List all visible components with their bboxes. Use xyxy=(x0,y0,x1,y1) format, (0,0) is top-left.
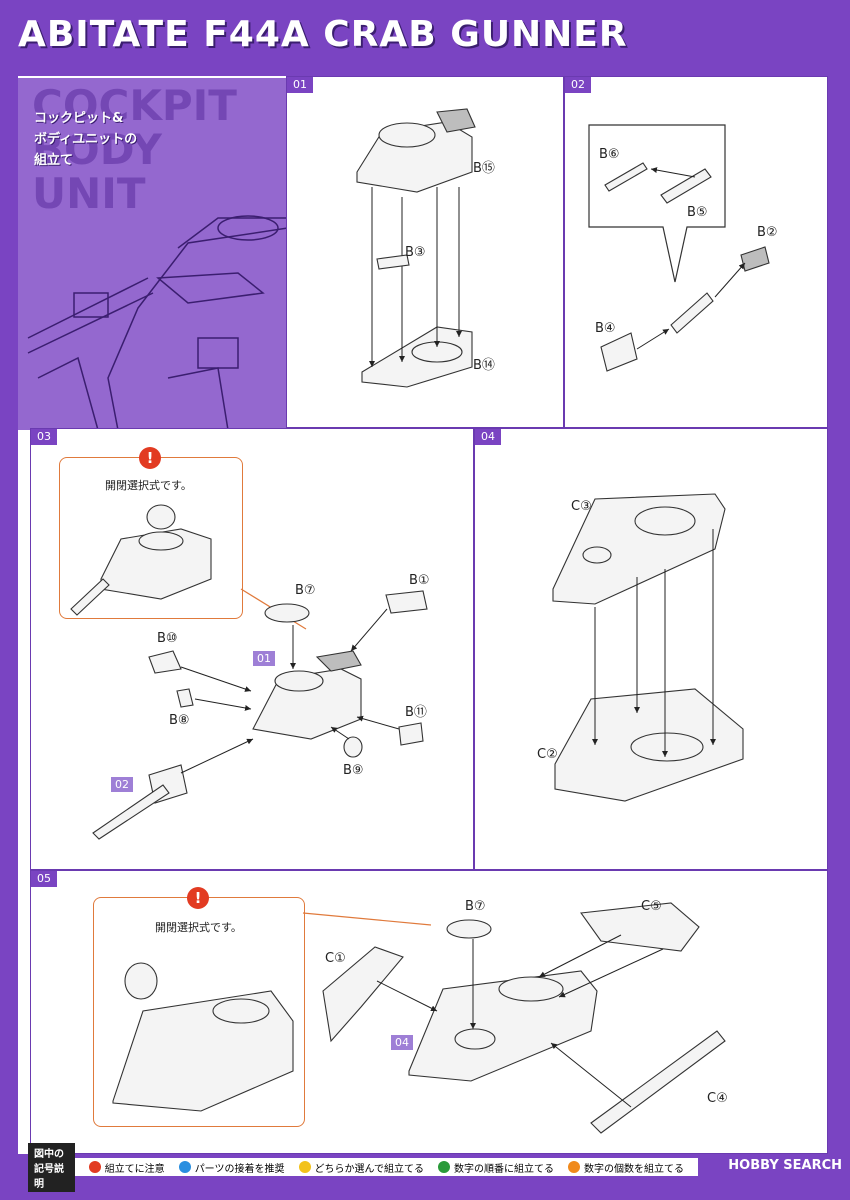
legend-item-text: どちらか選んで組立てる xyxy=(314,1163,425,1175)
intro-bg-text-2: BODY UNIT xyxy=(32,125,162,218)
intro-jp-line-3: 組立て xyxy=(34,153,74,168)
step-05-diagram xyxy=(112,902,726,1134)
legend-item-text: パーツの接着を推奨 xyxy=(194,1163,285,1175)
part-label: C① xyxy=(325,951,346,966)
order-icon xyxy=(438,1161,450,1173)
glue-icon xyxy=(178,1161,191,1173)
legend-item-text: 数字の個数を組立てる xyxy=(584,1163,684,1175)
part-label: C③ xyxy=(571,499,592,514)
warning-icon: ! xyxy=(187,887,209,909)
step-04-panel: 04 C③ C② xyxy=(474,428,828,870)
part-label: C② xyxy=(537,747,558,762)
step-01-panel: 01 B⑮ B③ B⑭ xyxy=(286,76,564,428)
step-02-diagram xyxy=(588,124,770,372)
part-label: B⑤ xyxy=(687,205,708,220)
step-02-panel: 02 B⑥ B⑤ B② B④ xyxy=(564,76,828,428)
part-label: B① xyxy=(409,573,430,588)
legend-item: パーツの接着を推奨 xyxy=(178,1160,285,1175)
symbol-legend: 図中の記号説明 組立てに注意 パーツの接着を推奨 どちらか選んで組立てる 数字の… xyxy=(0,1142,850,1200)
intro-jp-title: コックピット& ボディユニットの 組立て xyxy=(34,108,137,171)
step-01-diagram xyxy=(356,108,476,388)
legend-bar: 図中の記号説明 組立てに注意 パーツの接着を推奨 どちらか選んで組立てる 数字の… xyxy=(28,1142,698,1192)
intro-jp-line-2: ボディユニットの xyxy=(34,132,138,147)
intro-panel: COCKPIT BODY UNIT コックピット& ボディユニットの 組立て xyxy=(18,78,286,430)
ref-step-tag: 02 xyxy=(111,777,133,792)
intro-bg-text: COCKPIT BODY UNIT xyxy=(32,84,286,216)
step-05-note: 開閉選択式です。 xyxy=(155,921,242,934)
part-label: B② xyxy=(757,225,778,240)
step-03-diagram xyxy=(70,504,428,840)
watermark: HOBBY SEARCH xyxy=(728,1158,842,1173)
part-label: B⑧ xyxy=(169,713,190,728)
step-04-number: 04 xyxy=(475,429,501,445)
part-label: B⑦ xyxy=(465,899,486,914)
page-title: ABITATE F44A CRAB GUNNER xyxy=(18,14,628,55)
legend-item-text: 数字の順番に組立てる xyxy=(454,1163,554,1175)
ref-step-tag: 01 xyxy=(253,651,275,666)
legend-item: どちらか選んで組立てる xyxy=(298,1160,425,1175)
part-label: B③ xyxy=(405,245,426,260)
part-label: C④ xyxy=(707,1091,728,1106)
part-label: B④ xyxy=(595,321,616,336)
part-label: B⑪ xyxy=(405,705,427,720)
legend-item-text: 組立てに注意 xyxy=(104,1163,165,1175)
intro-model-illustration xyxy=(27,215,286,430)
step-03-number: 03 xyxy=(31,429,57,445)
step-04-diagram xyxy=(552,493,744,802)
part-label: C⑤ xyxy=(641,899,662,914)
legend-item: 数字の順番に組立てる xyxy=(438,1160,554,1175)
caution-icon xyxy=(88,1161,101,1173)
part-label: B⑭ xyxy=(473,358,495,373)
choose-icon xyxy=(298,1161,311,1173)
part-label: B⑦ xyxy=(295,583,316,598)
step-03-note: 開閉選択式です。 xyxy=(105,479,192,492)
step-05-number: 05 xyxy=(31,871,57,887)
step-02-number: 02 xyxy=(565,77,591,93)
ref-step-tag: 04 xyxy=(391,1035,413,1050)
part-label: B⑩ xyxy=(157,631,178,646)
legend-header: 図中の記号説明 xyxy=(28,1142,75,1192)
step-05-panel: 05 ! 開閉選択式です。 B⑦ C⑤ C① C④ 04 xyxy=(30,870,828,1154)
step-01-number: 01 xyxy=(287,77,313,93)
intro-jp-line-1: コックピット& xyxy=(34,111,124,126)
part-label: B⑥ xyxy=(599,147,620,162)
part-label: B⑨ xyxy=(343,763,364,778)
legend-item: 数字の個数を組立てる xyxy=(568,1160,684,1175)
count-icon xyxy=(568,1161,580,1173)
intro-bg-text-1: COCKPIT xyxy=(32,81,237,130)
step-03-panel: 03 ! 開閉選択式です。 B⑦ B① B⑩ B⑧ B⑪ B⑨ 01 02 xyxy=(30,428,474,870)
part-label: B⑮ xyxy=(473,161,495,176)
legend-item: 組立てに注意 xyxy=(88,1160,165,1175)
warning-icon: ! xyxy=(139,447,161,469)
